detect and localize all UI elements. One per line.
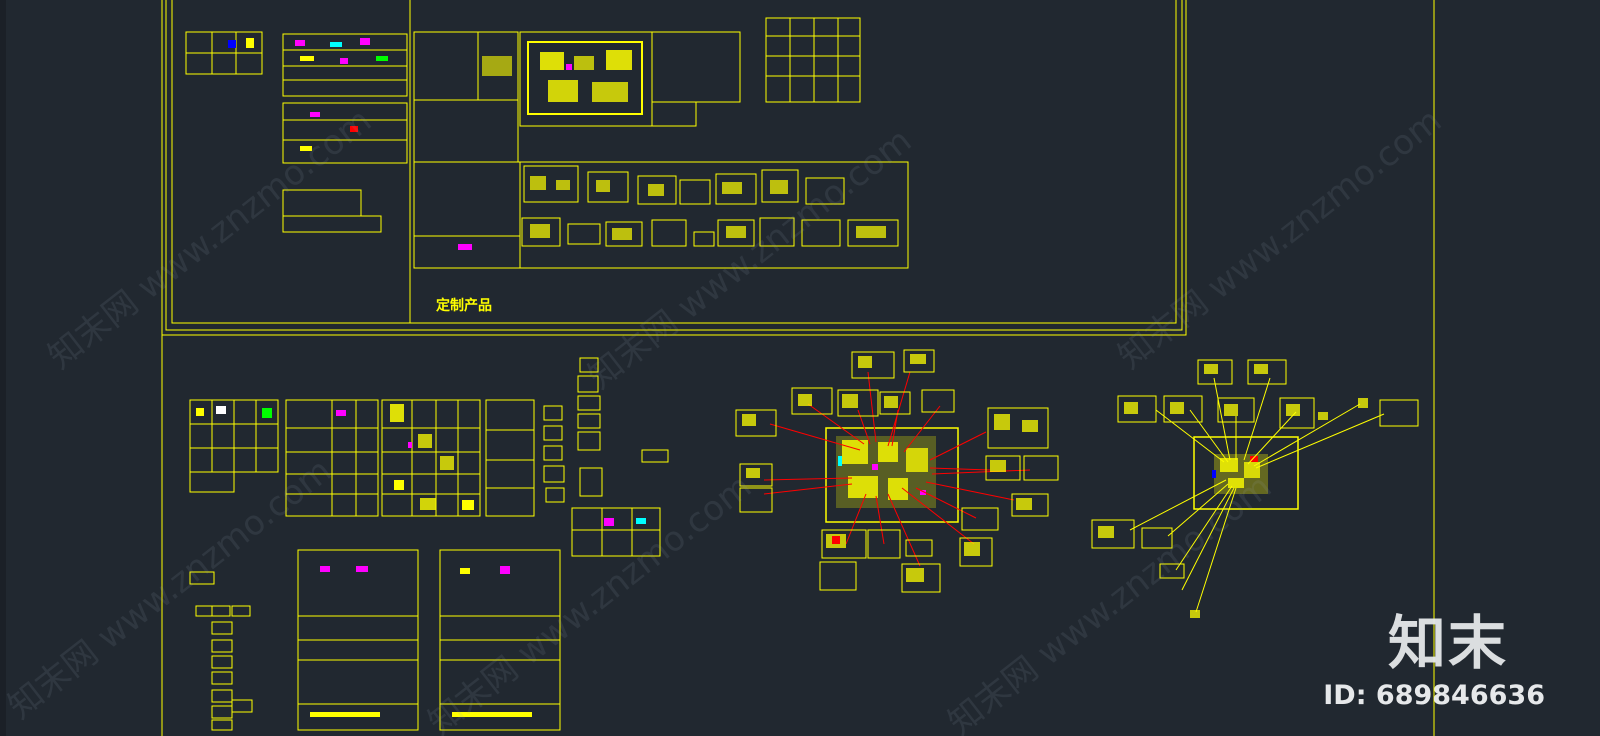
red-marker (832, 536, 840, 544)
section-title: 定制产品 (436, 297, 492, 314)
colored-blocks-lower-left (196, 404, 646, 717)
block-group-top-left[interactable] (185, 31, 408, 233)
product-block-fills (530, 176, 886, 240)
watermark-text-6: 知末网 www.znzmo.com (941, 467, 1279, 736)
right-satellite-fills (1098, 364, 1368, 618)
flow-lines-red (763, 371, 1031, 567)
flow-lines-yellow (1129, 377, 1385, 613)
watermark-text-3: 知末网 www.znzmo.com (1111, 101, 1449, 377)
main-frame (161, 0, 1435, 736)
left-panel-edge (0, 0, 6, 736)
watermark-text-1: 知末网 www.znzmo.com (41, 101, 379, 377)
watermark-id: ID: 689846636 (1323, 680, 1545, 711)
magenta-marker (458, 244, 472, 250)
watermark-logo: 知末 (1387, 609, 1508, 677)
block-group-lower-left[interactable] (189, 399, 661, 731)
title-column-block (482, 56, 512, 76)
flow-diagram-center[interactable] (825, 427, 959, 523)
colored-blocks-top-left (228, 38, 388, 151)
block-group-center-top[interactable] (413, 17, 909, 269)
right-satellite-blocks[interactable] (1091, 359, 1419, 579)
flow-satellite-blocks[interactable] (735, 349, 1059, 593)
stacked-items-column[interactable] (189, 357, 669, 731)
watermark-text-4: 知末网 www.znzmo.com (1, 451, 339, 727)
floorplan-main-top (527, 41, 643, 115)
flow-satellite-fills (742, 354, 1038, 582)
product-blocks-row[interactable] (521, 165, 899, 247)
